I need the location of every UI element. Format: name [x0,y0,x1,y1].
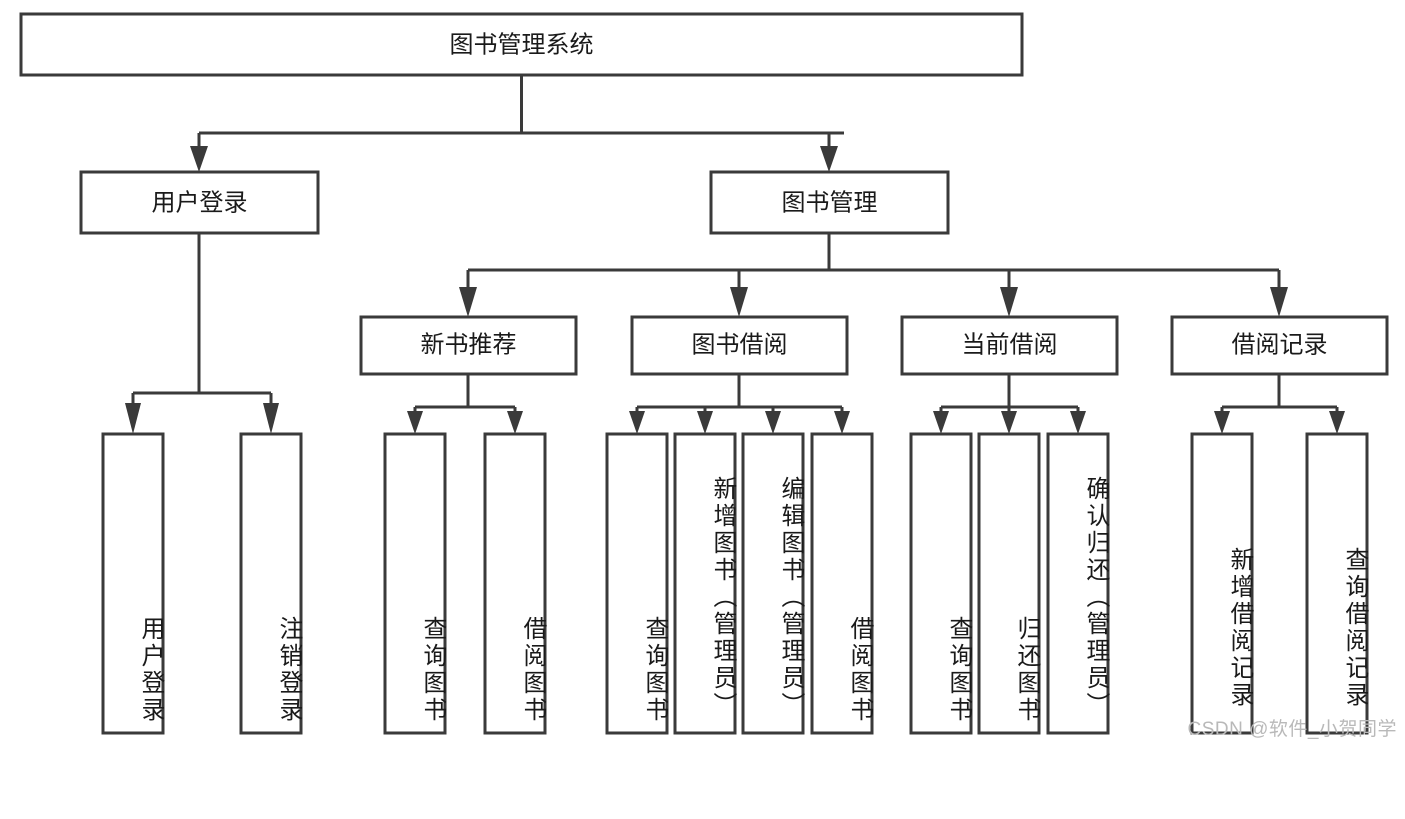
node-current-borrow-label: 当前借阅 [962,331,1058,358]
node-book-manage[interactable] [709,170,950,235]
node-leaf-query-book-b[interactable] [605,432,669,735]
arrowhead-query-record [1329,411,1345,434]
node-leaf-query-book-a[interactable] [383,432,447,735]
connector-group-root [190,75,844,172]
connector-group-new-book-rec [407,374,523,434]
flowchart-canvas: 图书管理系统 用户登录 图书管理 新书推荐 图书借阅 当前借阅 借阅记录 用户登… [19,12,1397,740]
node-leaf-add-record[interactable] [1190,432,1254,735]
arrowhead-borrow-record [1270,287,1288,317]
arrowhead-edit-book [765,411,781,434]
arrowhead-new-book-rec [459,287,477,317]
node-user-login[interactable] [79,170,320,235]
arrowhead-leaf-user-login [125,403,141,434]
node-leaf-confirm-return[interactable] [1046,432,1110,735]
node-leaf-query-record[interactable] [1305,432,1369,735]
node-leaf-add-book[interactable] [673,432,737,735]
node-leaf-user-login[interactable] [101,432,165,735]
arrowhead-add-record [1214,411,1230,434]
node-root[interactable] [19,12,1024,77]
connector-group-book-borrow [629,374,850,434]
arrowhead-add-book [697,411,713,434]
node-book-borrow[interactable] [630,315,849,376]
node-leaf-borrow-book-b[interactable] [810,432,874,735]
node-current-borrow[interactable] [900,315,1119,376]
node-leaf-query-book-c[interactable] [909,432,973,735]
node-leaf-return-book[interactable] [977,432,1041,735]
arrowhead-query-book-c [933,411,949,434]
arrowhead-leaf-user-logout [263,403,279,434]
node-user-login-label: 用户登录 [152,189,248,216]
connector-group-user-login [125,233,279,434]
arrowhead-borrow-book-b [834,411,850,434]
node-leaf-borrow-book-a[interactable] [483,432,547,735]
arrowhead-confirm-return [1070,411,1086,434]
arrowhead-query-book-b [629,411,645,434]
connector-group-book-manage [459,233,1288,317]
arrowhead-query-book-a [407,411,423,434]
arrowhead-return-book [1001,411,1017,434]
arrowhead-book-manage [820,146,838,172]
connector-group-current-borrow [933,374,1086,434]
node-leaf-user-logout[interactable] [239,432,303,735]
arrowhead-borrow-book-a [507,411,523,434]
arrowhead-book-borrow [730,287,748,317]
node-borrow-record-label: 借阅记录 [1232,331,1328,358]
node-new-book-rec[interactable] [359,315,578,376]
node-leaf-edit-book[interactable] [741,432,805,735]
arrowhead-user-login [190,146,208,172]
watermark-text: CSDN @软件_小贺同学 [1187,719,1397,740]
node-new-book-rec-label: 新书推荐 [421,331,517,358]
node-book-manage-label: 图书管理 [782,189,878,216]
tree-diagram-svg: 图书管理系统 用户登录 图书管理 新书推荐 图书借阅 当前借阅 借阅记录 [19,12,1389,735]
connector-group-borrow-record [1214,374,1345,434]
node-root-label: 图书管理系统 [450,31,594,58]
arrowhead-current-borrow [1000,287,1018,317]
node-borrow-record[interactable] [1170,315,1389,376]
node-book-borrow-label: 图书借阅 [692,331,788,358]
